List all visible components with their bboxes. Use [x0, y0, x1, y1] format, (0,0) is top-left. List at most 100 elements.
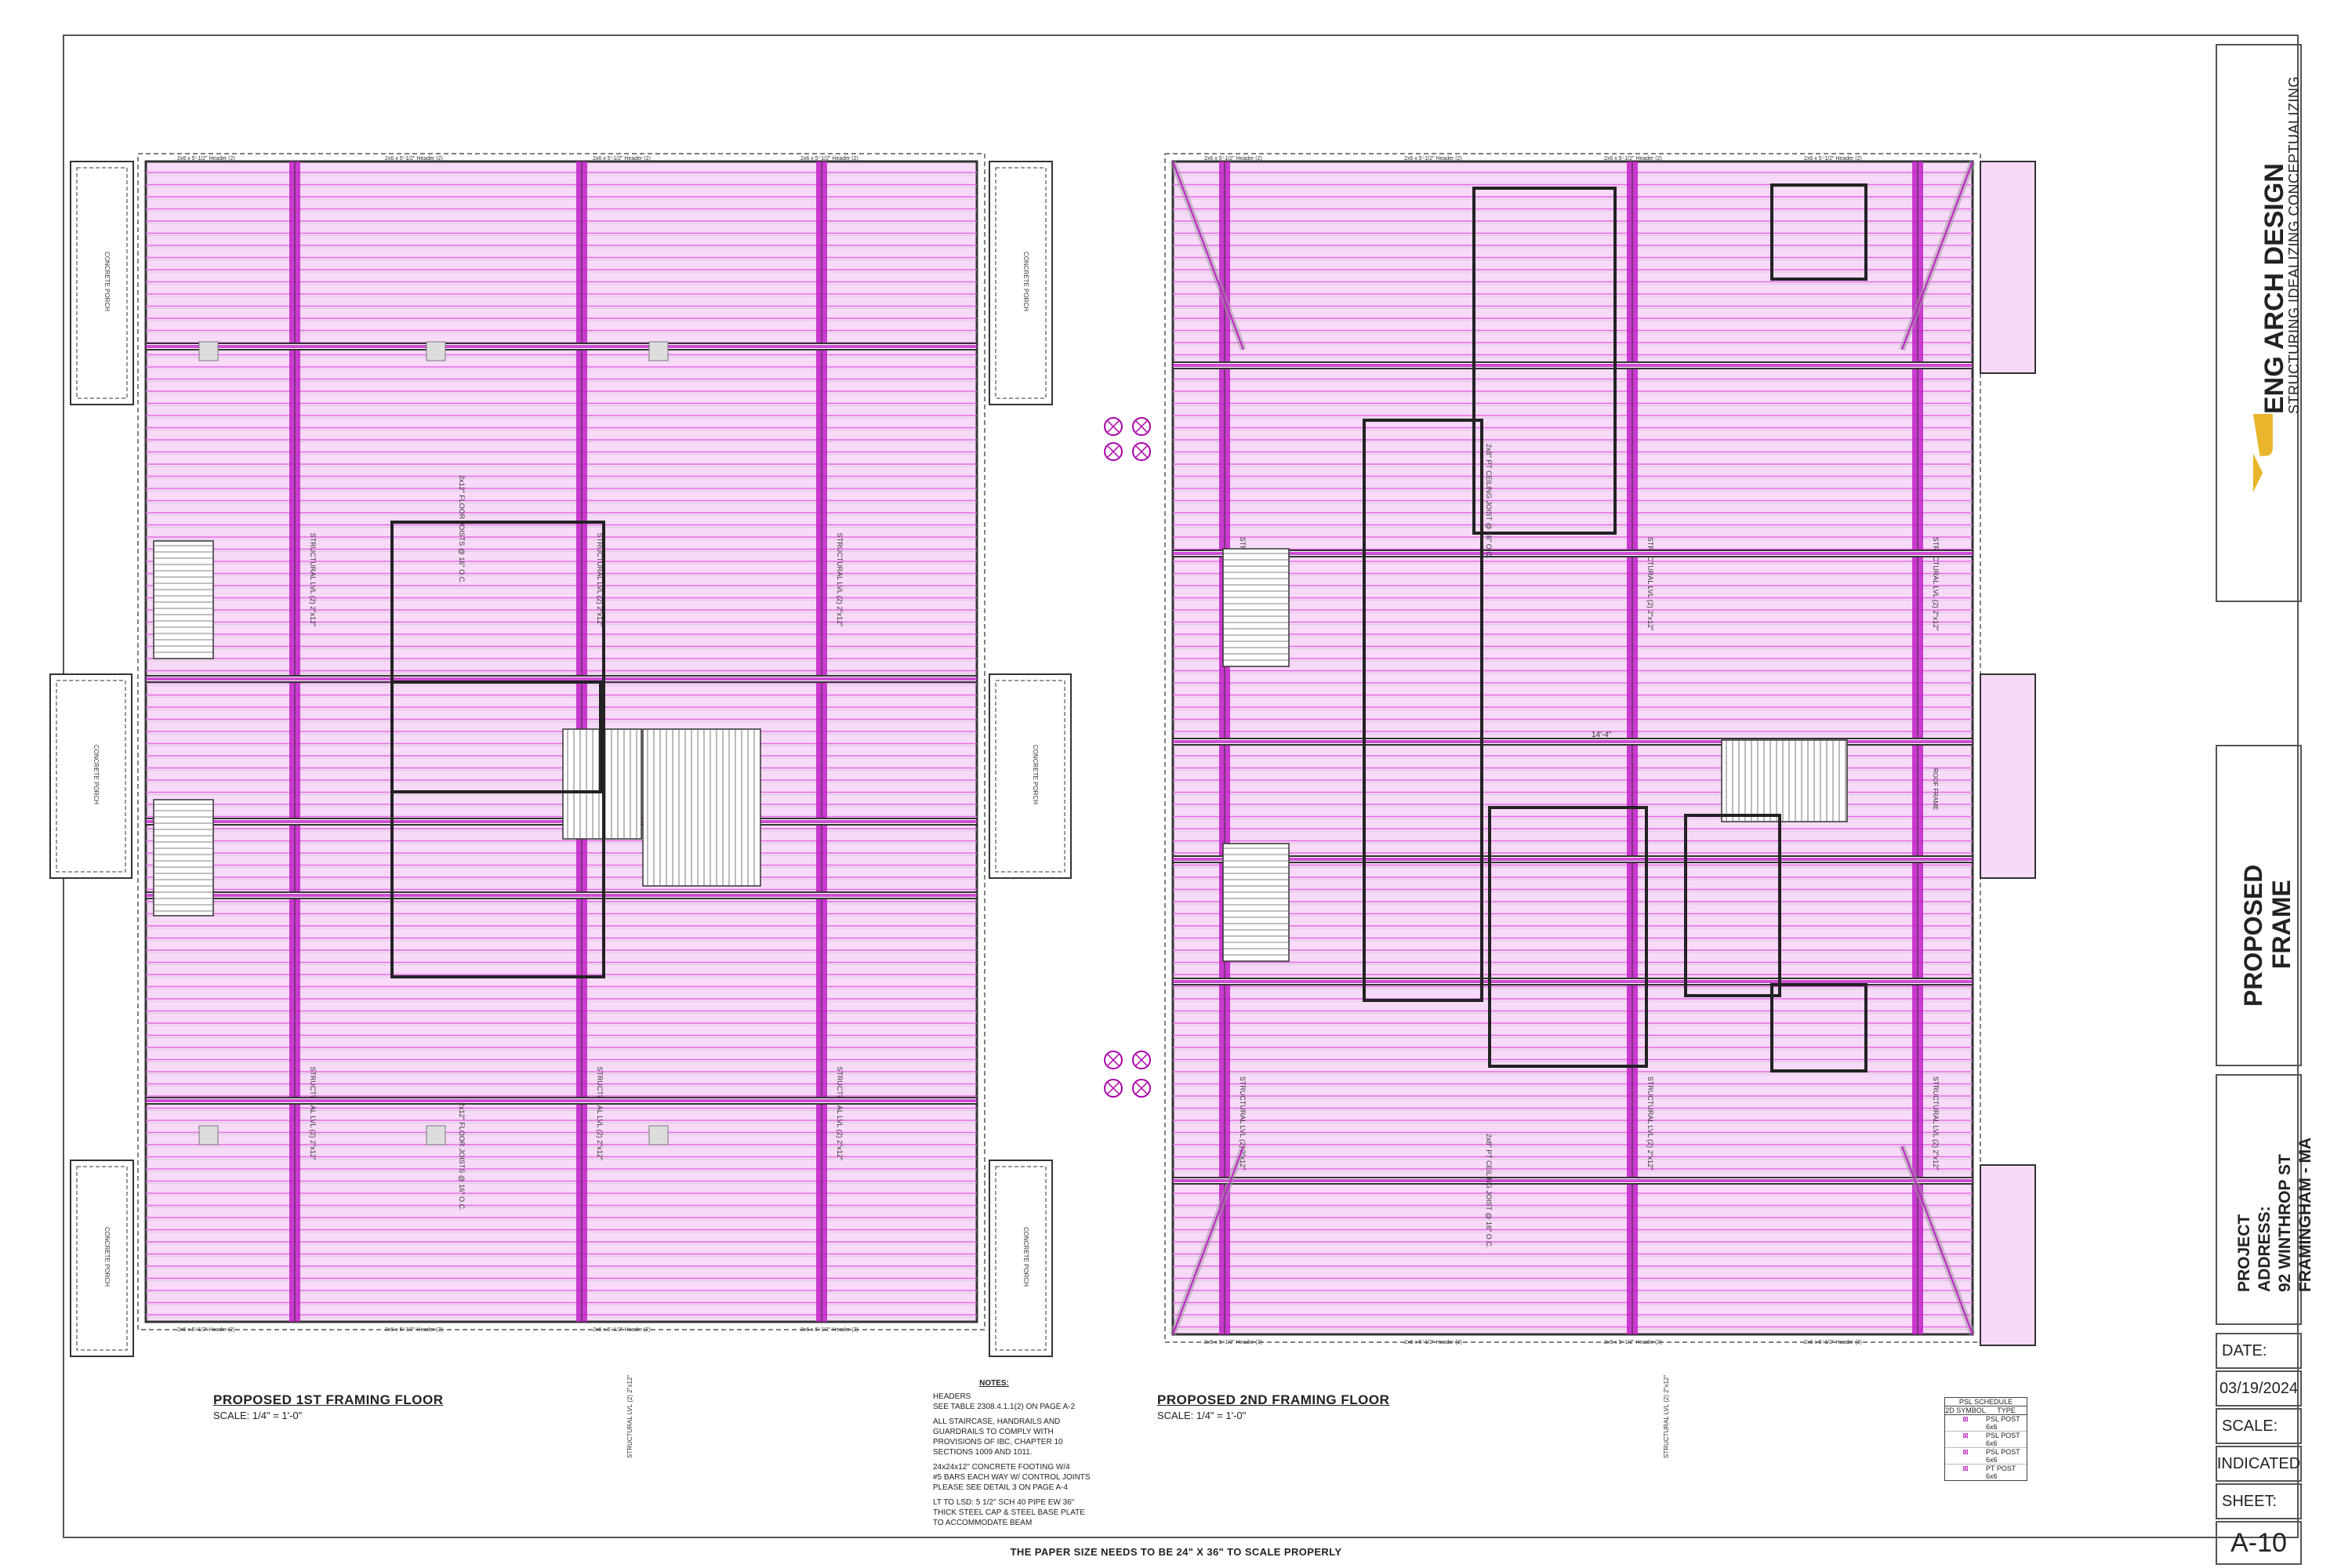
side-frame [1980, 1164, 2036, 1346]
roof-hip-line [1172, 161, 1244, 350]
address-label-2: ADDRESS: [2256, 1206, 2274, 1292]
concrete-porch [70, 1160, 134, 1357]
roof-hip-line [1901, 1145, 1973, 1335]
staircase [153, 540, 214, 659]
side-frame [1980, 673, 2036, 879]
header-label: 2x6 x 5'-1/2" Header (2) [1604, 1340, 1662, 1345]
beam-label: STRUCTURAL LVL (2) 2"x12" [596, 1066, 604, 1160]
note-4: LT TO LSD: 5 1/2" SCH 40 PIPE EW 36" THI… [933, 1498, 1085, 1527]
beam-label: STRUCTURAL LVL (2) 2"x12" [1646, 537, 1654, 631]
header [146, 1099, 977, 1102]
footprint-outline [1164, 153, 1981, 1343]
header-label: 2x6 x 5'-1/2" Header (2) [1804, 1340, 1862, 1345]
porch-label: CONCRETE PORCH [1022, 1227, 1029, 1287]
staircase [1721, 739, 1848, 822]
plan-2-title: PROPOSED 2ND FRAMING FLOOR [1157, 1392, 1390, 1407]
paper-size-note: THE PAPER SIZE NEEDS TO BE 24" X 36" TO … [1010, 1546, 1342, 1558]
porch-inner [56, 680, 126, 873]
header-label: 2x6 x 5'-1/2" Header (2) [1204, 1340, 1262, 1345]
header-label: 2x6 x 5'-1/2" Header (2) [800, 156, 858, 162]
floor-opening [1684, 814, 1781, 997]
beam-label: STRUCTURAL LVL (2) 2"x12" [1646, 1076, 1654, 1171]
roof-frame-label: ROOF FRAME [1932, 768, 1939, 810]
roof-hip-line [1172, 1145, 1244, 1335]
staircase [1222, 548, 1290, 667]
floor-opening [1488, 806, 1648, 1068]
schedule-heading: PSL SCHEDULE [1945, 1398, 2027, 1406]
section-label: STRUCTURAL LVL (2) 2"x12" [626, 1375, 633, 1458]
note-1: HEADERS SEE TABLE 2308.4.1.1(2) ON PAGE … [933, 1392, 1076, 1411]
logo-panel: ENG ARCH DESIGN STRUCTURING IDEALIZING C… [2216, 44, 2302, 602]
schedule-row: ⊠PSL POST 6x6 [1945, 1415, 2027, 1432]
joist-label: 2x12" FLOOR JOISTS @ 16" O.C. [458, 1102, 466, 1211]
project-address: PROJECT ADDRESS: 92 WINTHROP ST FRAMINGH… [2234, 1138, 2316, 1292]
post [648, 341, 669, 361]
framing-plans: CONCRETE PORCH CONCRETE PORCH CONCRETE POR… [49, 153, 2036, 1458]
scale-value: INDICATED [2216, 1446, 2302, 1482]
concrete-porch [70, 161, 134, 405]
psl-post-cross [1135, 420, 1148, 433]
psl-post-cross [1107, 1054, 1120, 1066]
psl-post-cross [1107, 420, 1120, 433]
floor-area [1171, 160, 1974, 1336]
header-label: 2x6 x 5'-1/2" Header (2) [1604, 156, 1662, 162]
dimension-label: 14'-4" [1592, 731, 1612, 739]
project-title-panel: PROPOSED FRAME [2216, 745, 2302, 1066]
porch-inner [995, 1166, 1047, 1351]
schedule-type: PSL POST 6x6 [1986, 1448, 2020, 1464]
plan-2-scale: SCALE: 1/4" = 1'-0" [1157, 1410, 1247, 1421]
schedule-row: ⊠PSL POST 6x6 [1945, 1432, 2027, 1448]
header-label: 2x6 x 5'-1/2" Header (2) [385, 156, 443, 162]
note-3: 24x24x12" CONCRETE FOOTING W/4 #5 BARS E… [933, 1463, 1091, 1492]
schedule-type: PT POST 6x6 [1986, 1465, 2016, 1480]
beam-label: STRUCTURAL LVL (2) 2"x12" [309, 1066, 317, 1160]
sheet-number: A-10 [2216, 1521, 2302, 1565]
header [146, 677, 977, 681]
project-title: PROPOSED FRAME [2239, 865, 2296, 1007]
header-label: 2x6 x 5'-1/2" Header (2) [1804, 156, 1862, 162]
header [1173, 364, 1973, 367]
concrete-porch [989, 673, 1072, 879]
floor-opening [1770, 983, 1867, 1073]
title-block: ENG ARCH DESIGN STRUCTURING IDEALIZING C… [2216, 44, 2314, 1565]
note-2: ALL STAIRCASE, HANDRAILS AND GUARDRAILS … [933, 1417, 1063, 1457]
beam-label: STRUCTURAL LVL (2) 2"x12" [309, 533, 317, 627]
beam-label: STRUCTURAL LVL (2) 2"x12" [1932, 1076, 1940, 1171]
beam-label: STRUCTURAL LVL (2) 2"x12" [1239, 1076, 1247, 1171]
psl-post-cross [1135, 445, 1148, 458]
footprint-outline [137, 153, 985, 1330]
schedule-col-symbol: 2D SYMBOL [1945, 1406, 1986, 1414]
post [426, 1125, 446, 1145]
notes-block: NOTES: HEADERS SEE TABLE 2308.4.1.1(2) O… [916, 1378, 1091, 1528]
porch-label: CONCRETE PORCH [103, 252, 111, 311]
roof-hip-line [1901, 161, 1973, 350]
post [426, 341, 446, 361]
brand-logo-icon [2252, 414, 2273, 492]
beam-label: STRUCTURAL LVL (2) 2"x12" [1932, 537, 1940, 631]
floor-opening [1363, 419, 1483, 1002]
header-label: 2x6 x 5'-1/2" Header (2) [1404, 1340, 1462, 1345]
section-label: STRUCTURAL LVL (2) 2"x12" [1663, 1375, 1670, 1458]
psl-schedule: PSL SCHEDULE 2D SYMBOL TYPE ⊠PSL POST 6x… [1944, 1397, 2027, 1481]
post [198, 1125, 219, 1145]
joist-label: 2x12" FLOOR JOISTS @ 16" O.C. [458, 475, 466, 584]
staircase [1222, 843, 1290, 962]
concrete-porch [989, 1160, 1053, 1357]
post [648, 1125, 669, 1145]
header [146, 820, 977, 823]
schedule-header-row: 2D SYMBOL TYPE [1945, 1406, 2027, 1415]
header [146, 894, 977, 897]
psl-post-cross [1135, 1082, 1148, 1094]
staircase [642, 728, 761, 887]
porch-inner [76, 167, 128, 399]
schedule-row: ⊠PT POST 6x6 [1945, 1465, 2027, 1480]
schedule-row: ⊠PSL POST 6x6 [1945, 1448, 2027, 1465]
header-label: 2x6 x 5'-1/2" Header (2) [385, 1327, 443, 1333]
header-label: 2x6 x 5'-1/2" Header (2) [593, 156, 651, 162]
porch-inner [76, 1166, 128, 1351]
floor-opening [1770, 183, 1867, 281]
date-value: 03/19/2024 [2216, 1370, 2302, 1406]
sheet-label: SHEET: [2216, 1483, 2302, 1519]
porch-label: CONCRETE PORCH [1032, 745, 1039, 804]
ceiling-joist-label: 2x8" PT CEILING JOIST @ 16" O.C. [1485, 1134, 1493, 1248]
